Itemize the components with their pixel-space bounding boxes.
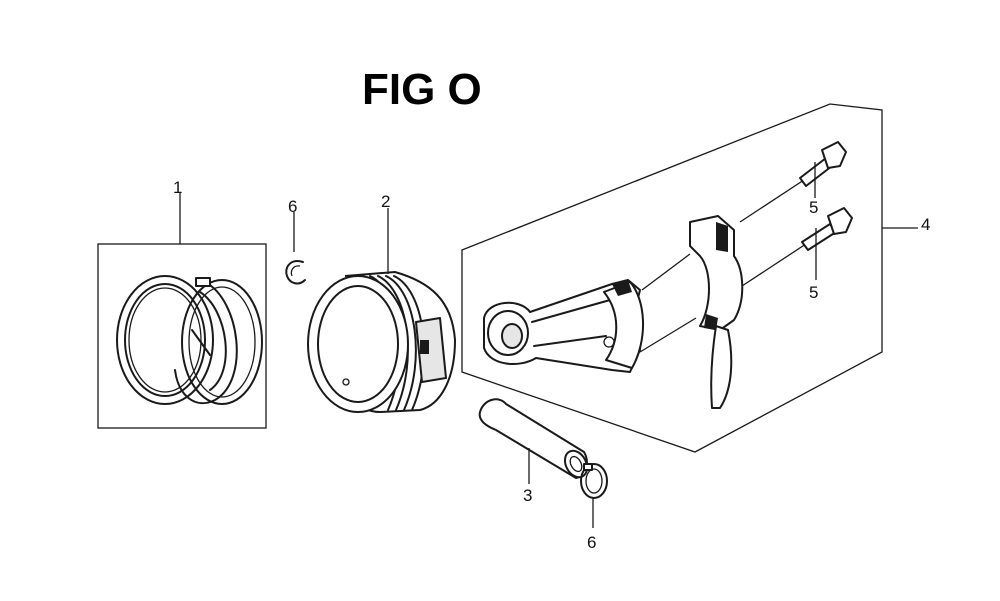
callout-6-lower: 6	[587, 533, 596, 552]
pin-clip-lower	[580, 463, 608, 499]
rod-bolt-upper	[799, 141, 847, 187]
callout-4: 4	[921, 215, 930, 234]
piston	[307, 271, 456, 413]
callout-5-lower: 5	[809, 283, 818, 302]
rod-cap	[689, 215, 744, 409]
piston-ring-set	[97, 243, 267, 429]
callout-5-upper: 5	[809, 198, 818, 217]
callout-3: 3	[523, 486, 532, 505]
connecting-rod	[483, 279, 644, 373]
callout-6-upper: 6	[288, 197, 297, 216]
ring-set-box	[97, 243, 267, 429]
figure-title: FIG O	[362, 65, 482, 114]
rod-assembly-box	[461, 103, 883, 453]
pin-clip-upper	[285, 260, 306, 285]
rod-bolt-lower	[801, 207, 853, 251]
callout-2: 2	[381, 192, 390, 211]
callout-1: 1	[173, 178, 182, 197]
piston-pin	[478, 398, 589, 479]
